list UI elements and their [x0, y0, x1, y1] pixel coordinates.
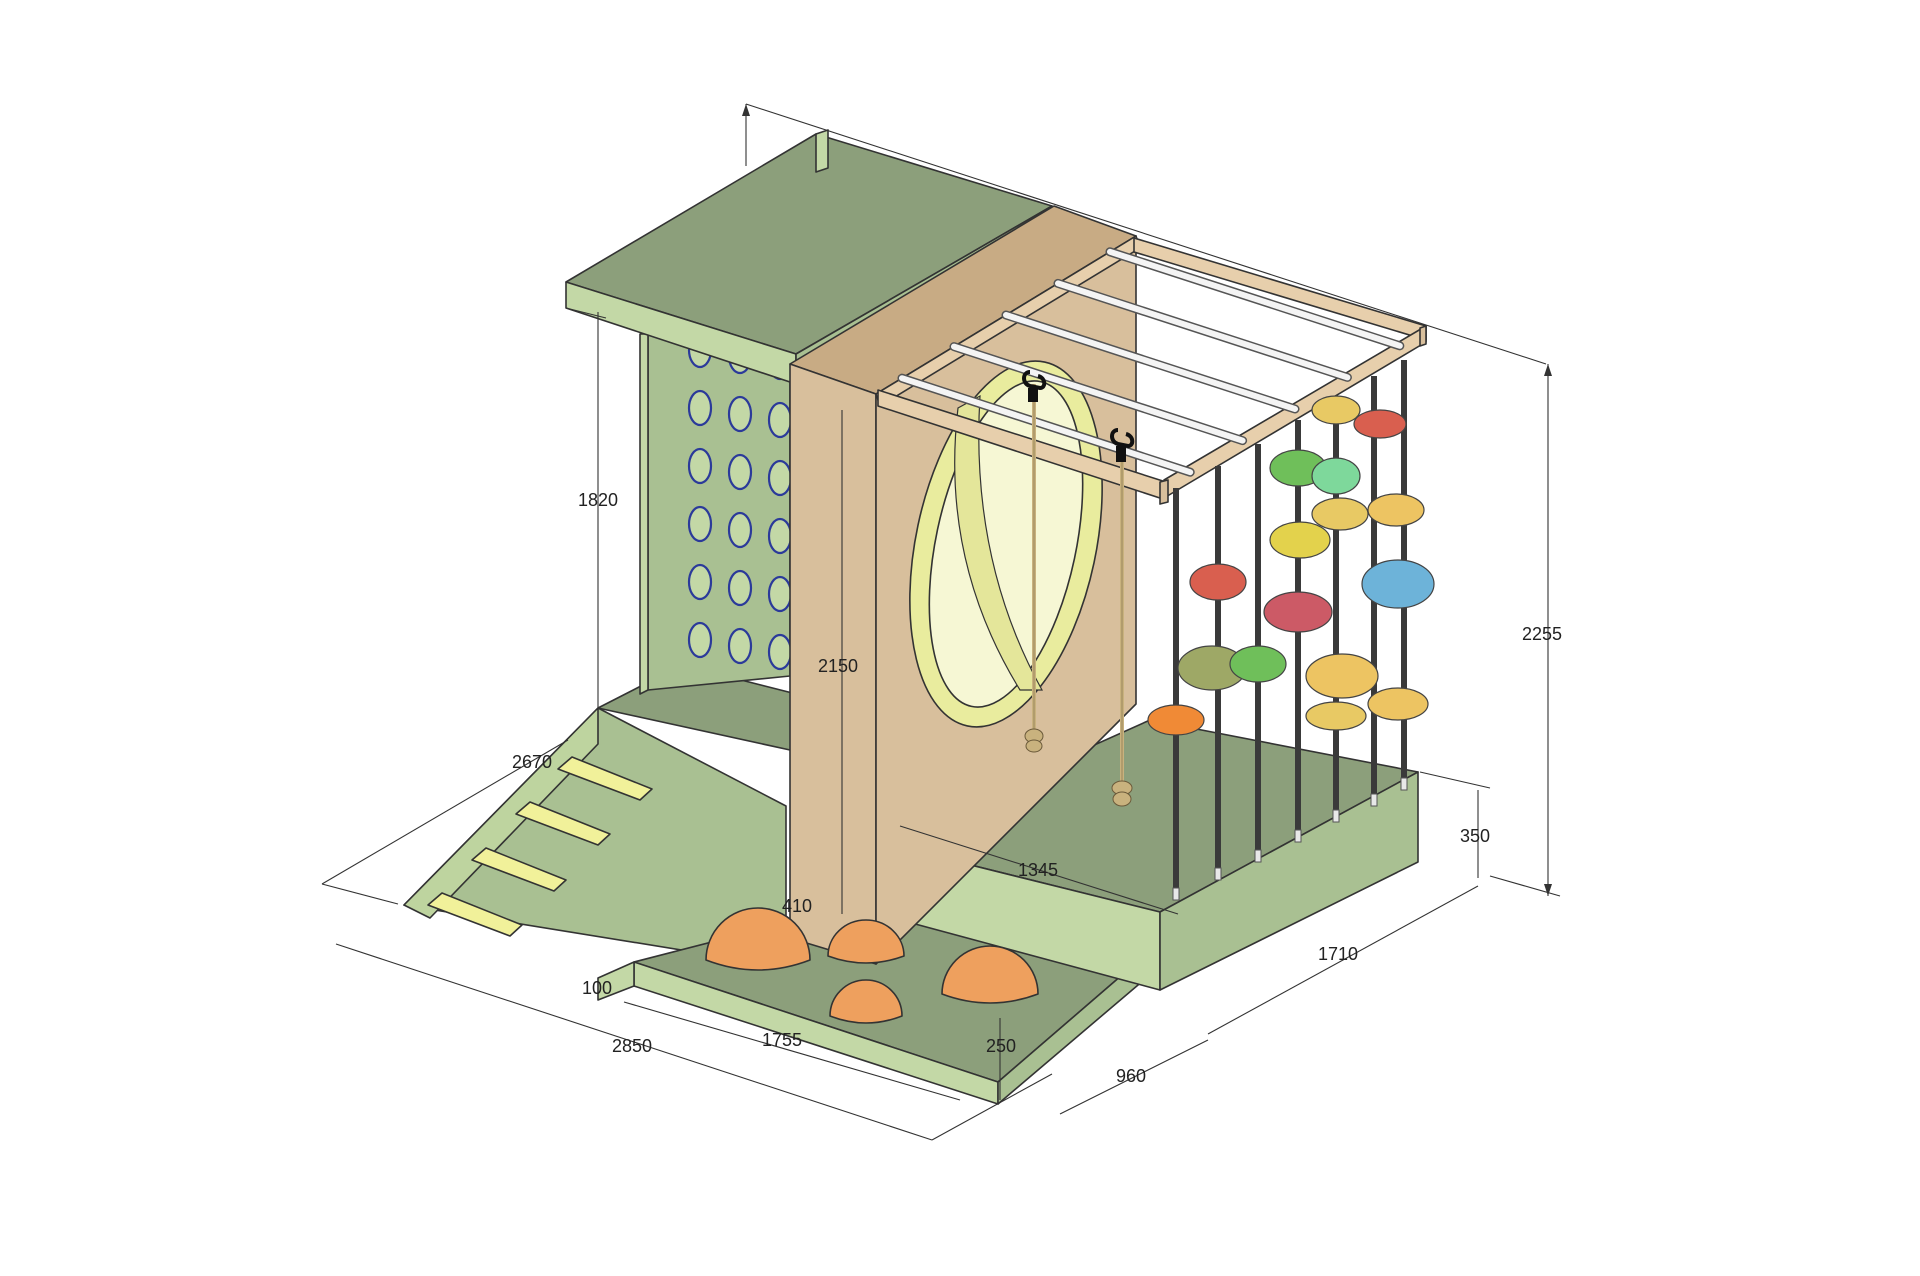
- hook-left-icon: [1022, 370, 1047, 402]
- front-step-strip: [597, 961, 635, 1001]
- climbing-hold: [1311, 457, 1361, 495]
- pole-foot: [1400, 777, 1408, 791]
- dimension-lines: [321, 103, 1561, 1141]
- dim-front-step-height: 100: [582, 978, 612, 998]
- climbing-hole: [687, 447, 713, 485]
- pole-foot: [1254, 849, 1262, 863]
- ramp-step: [471, 847, 567, 892]
- dim-front-width: 1755: [762, 1030, 802, 1050]
- dimension-labels: 1820 2150 2255 2670 2850 1755 100 410 13…: [512, 490, 1562, 1086]
- dim-front-base-height: 250: [986, 1036, 1016, 1056]
- climbing-hole: [767, 459, 793, 497]
- monkey-bar: [1003, 312, 1298, 412]
- climbing-hole: [727, 453, 753, 491]
- tunnel-inner-wall: [954, 394, 1044, 691]
- ramp-step: [515, 801, 611, 846]
- climbing-hole: [687, 389, 713, 427]
- monkey-bar: [1107, 248, 1403, 349]
- dim-roof-height: 1820: [578, 490, 618, 510]
- climbing-hold: [1311, 497, 1369, 531]
- ramp-step: [557, 756, 653, 801]
- climbing-hold: [1269, 521, 1331, 559]
- climbing-hold: [1311, 395, 1361, 425]
- climbing-hold: [1361, 559, 1435, 609]
- dome-mound: [829, 979, 903, 1024]
- monkey-bar: [1055, 280, 1351, 381]
- climbing-hole: [767, 633, 793, 671]
- climbing-hold: [1263, 591, 1333, 633]
- monkey-bars: [897, 247, 1405, 477]
- monkey-bar: [951, 343, 1246, 444]
- climbing-hold: [1147, 704, 1205, 736]
- climbing-hole: [687, 505, 713, 543]
- climbing-hole: [727, 569, 753, 607]
- ramp-steps: [427, 756, 653, 937]
- swing-ropes: [1022, 370, 1135, 807]
- rope-knot-left-icon: [1024, 728, 1044, 753]
- roof-right-side: [815, 129, 829, 173]
- dim-total-height: 2255: [1522, 624, 1562, 644]
- dim-wall-height: 2150: [818, 656, 858, 676]
- dim-inner-depth: 1345: [1018, 860, 1058, 880]
- ramp-step: [427, 892, 523, 937]
- climbing-hold: [1229, 645, 1287, 683]
- rope-knot-right-icon: [1111, 780, 1133, 807]
- pole-foot: [1332, 809, 1340, 823]
- dim-mound-offset: 410: [782, 896, 812, 916]
- right-platform-side: [1159, 771, 1419, 991]
- dome-mound: [941, 945, 1039, 1004]
- climbing-hold: [1353, 409, 1407, 439]
- climbing-holds: [1147, 395, 1435, 736]
- monkey-bar: [899, 375, 1194, 476]
- dome-mound: [827, 919, 905, 964]
- climbing-hole: [727, 511, 753, 549]
- pole-foot: [1172, 887, 1180, 901]
- climbing-hole: [767, 517, 793, 555]
- dome-mound: [705, 907, 811, 971]
- climbing-hole: [687, 563, 713, 601]
- climbing-hole: [767, 401, 793, 439]
- hook-right-icon: [1110, 428, 1135, 462]
- climbing-hold: [1367, 687, 1429, 721]
- climbing-hole: [727, 395, 753, 433]
- ramp-side: [403, 707, 599, 919]
- dome-mounds: [705, 907, 1039, 1024]
- climbing-hold: [1305, 653, 1379, 699]
- pole-foot: [1214, 867, 1222, 881]
- back-wall-edge: [639, 333, 649, 695]
- climbing-hold: [1305, 701, 1367, 731]
- climbing-hole: [687, 621, 713, 659]
- pole-foot: [1294, 829, 1302, 843]
- dim-right-depth: 1710: [1318, 944, 1358, 964]
- dim-side-depth: 2670: [512, 752, 552, 772]
- dim-total-width: 2850: [612, 1036, 652, 1056]
- dim-platform-height: 350: [1460, 826, 1490, 846]
- dim-right-front: 960: [1116, 1066, 1146, 1086]
- pole-foot: [1370, 793, 1378, 807]
- climbing-hold: [1367, 493, 1425, 527]
- back-wall: [647, 333, 791, 691]
- climbing-hole: [767, 575, 793, 613]
- climbing-hold: [1189, 563, 1247, 601]
- climbing-hole: [727, 627, 753, 665]
